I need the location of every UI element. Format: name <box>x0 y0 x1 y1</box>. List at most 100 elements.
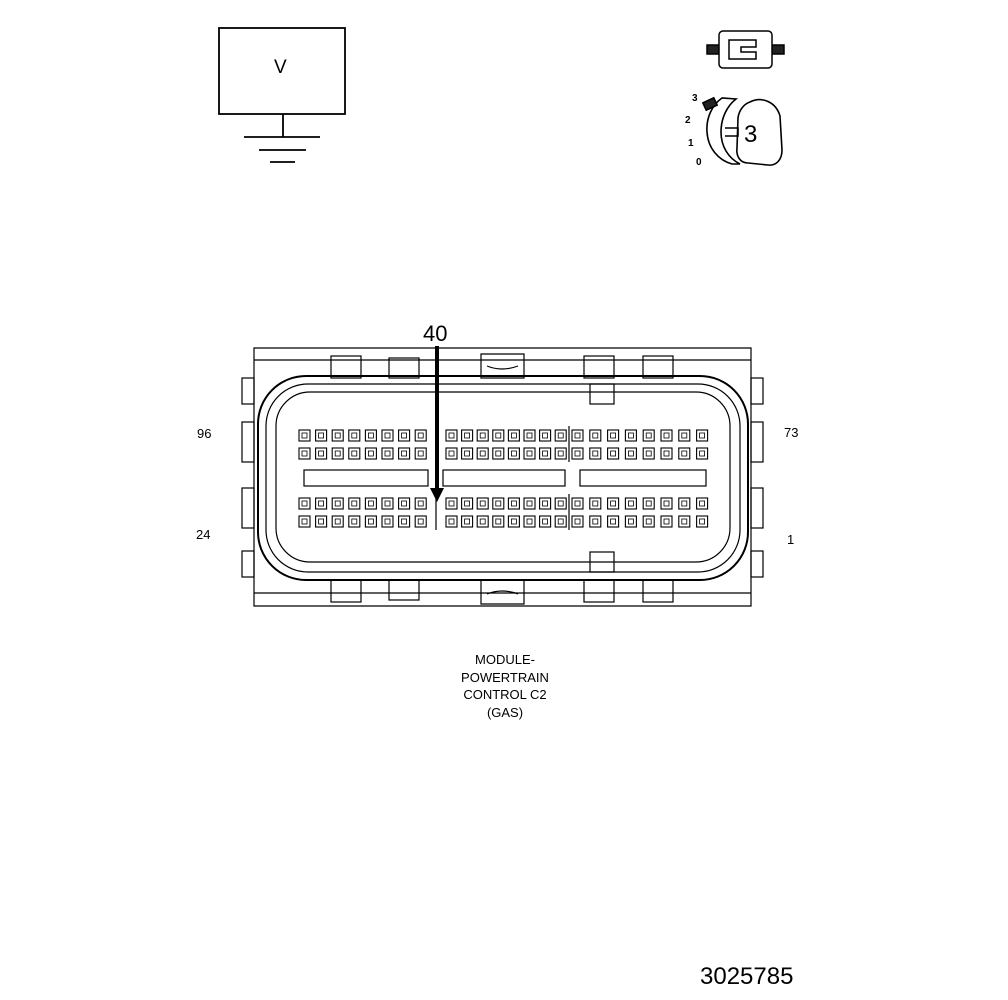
pin-cavity <box>539 497 552 510</box>
pin-terminal <box>479 500 486 507</box>
pin-cavity <box>696 497 709 510</box>
pin-terminal <box>464 500 471 507</box>
pin-cavity-grid <box>298 429 709 528</box>
key-position-2: 2 <box>685 115 691 126</box>
figure-number: 3025785 <box>700 963 794 990</box>
pin-terminal <box>417 518 424 525</box>
pin-terminal <box>384 450 391 457</box>
pin-terminal <box>592 518 599 525</box>
pin-cavity <box>678 515 691 528</box>
pin-terminal <box>542 518 548 525</box>
pin-cavity <box>523 497 536 510</box>
pin-terminal <box>610 432 616 439</box>
pin-cavity <box>445 429 458 442</box>
pin-terminal <box>663 500 670 507</box>
pin-cavity <box>571 429 584 442</box>
pin-cavity <box>607 497 620 510</box>
pin-terminal <box>401 432 408 439</box>
pin-terminal <box>557 450 564 457</box>
pin-terminal <box>574 450 581 457</box>
pin-cavity <box>624 447 637 460</box>
pin-terminal <box>610 500 616 507</box>
pin-terminal <box>628 450 634 457</box>
pin-cavity <box>624 497 637 510</box>
pin-cavity <box>315 429 328 442</box>
pin-cavity <box>660 429 673 442</box>
pin-terminal <box>334 500 341 507</box>
pin-terminal <box>384 500 391 507</box>
pin-cavity <box>398 429 411 442</box>
pin-cavity <box>298 429 311 442</box>
pin-terminal <box>495 450 502 457</box>
pin-cavity <box>298 497 311 510</box>
pin-terminal <box>510 450 517 457</box>
pin-cavity <box>331 447 344 460</box>
pin-terminal <box>526 432 533 439</box>
pin-cavity <box>315 497 328 510</box>
pin-cavity <box>554 515 567 528</box>
pin-cavity <box>348 447 361 460</box>
pin-cavity <box>607 515 620 528</box>
pin-terminal <box>645 518 652 525</box>
pin-cavity <box>642 429 655 442</box>
pin-cavity <box>589 497 602 510</box>
pin-terminal <box>574 432 581 439</box>
pin-terminal <box>557 432 564 439</box>
pin-cavity <box>507 447 520 460</box>
pin-terminal <box>334 450 341 457</box>
pin-cavity <box>364 515 377 528</box>
pin-cavity <box>589 515 602 528</box>
pin-terminal <box>495 518 502 525</box>
pin-terminal <box>495 432 502 439</box>
key-selected-position: 3 <box>744 121 758 148</box>
pin-cavity <box>539 447 552 460</box>
pin-terminal <box>663 518 670 525</box>
pin-cavity <box>331 429 344 442</box>
pin-terminal <box>384 518 391 525</box>
caption-line-2: POWERTRAIN <box>461 669 549 685</box>
pin-cavity <box>381 447 394 460</box>
pin-cavity <box>507 497 520 510</box>
pin-cavity <box>381 515 394 528</box>
pin-terminal <box>526 450 533 457</box>
pin-terminal <box>464 518 471 525</box>
pin-cavity <box>624 515 637 528</box>
pin-terminal <box>464 432 471 439</box>
pin-cavity <box>642 515 655 528</box>
pin-terminal <box>351 450 358 457</box>
pin-cavity <box>381 429 394 442</box>
pin-cavity <box>492 497 505 510</box>
pin-terminal <box>628 518 634 525</box>
key-position-3: 3 <box>692 93 698 104</box>
pin-terminal <box>645 432 652 439</box>
pin-cavity <box>445 447 458 460</box>
pin-label-top-left: 96 <box>197 426 212 441</box>
pin-terminal <box>318 450 325 457</box>
pin-terminal <box>542 432 548 439</box>
pin-cavity <box>315 515 328 528</box>
pin-terminal <box>510 432 517 439</box>
connector-caption: MODULE- POWERTRAIN CONTROL C2 (GAS) <box>400 651 610 721</box>
pin-cavity <box>539 429 552 442</box>
pin-cavity <box>523 447 536 460</box>
pin-terminal <box>526 500 533 507</box>
pin-terminal <box>318 518 325 525</box>
pin-cavity <box>381 497 394 510</box>
pin-cavity <box>554 429 567 442</box>
pin-cavity <box>589 447 602 460</box>
pin-terminal <box>301 432 308 439</box>
pin-terminal <box>645 500 652 507</box>
pin-cavity <box>554 497 567 510</box>
pin-cavity <box>642 447 655 460</box>
pin-cavity <box>696 429 709 442</box>
pin-terminal <box>699 450 705 457</box>
pin-terminal <box>301 518 308 525</box>
pin-cavity <box>414 447 427 460</box>
pin-cavity <box>642 497 655 510</box>
pin-terminal <box>557 500 564 507</box>
pin-terminal <box>681 450 688 457</box>
pin-cavity <box>398 447 411 460</box>
pin-cavity <box>571 515 584 528</box>
pin-terminal <box>334 432 341 439</box>
pin-terminal <box>448 518 455 525</box>
